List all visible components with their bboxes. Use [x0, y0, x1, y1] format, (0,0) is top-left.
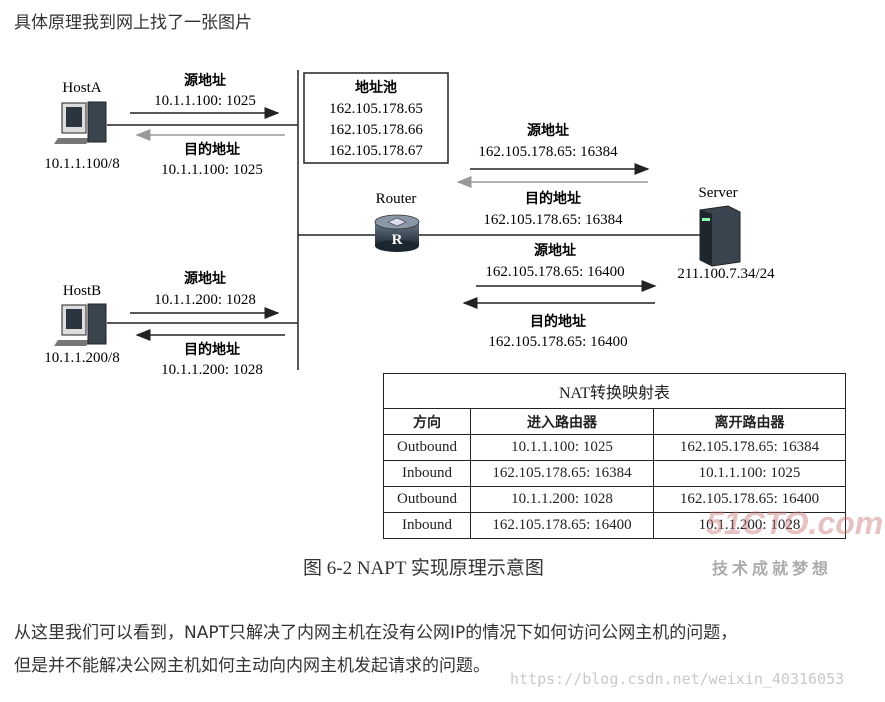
dst-label: 目的地址 — [184, 141, 240, 158]
napt-diagram: 地址池 162.105.178.65 162.105.178.66 162.10… — [44, 70, 775, 378]
table-row: Inbound 162.105.178.65: 16384 10.1.1.100… — [383, 460, 846, 487]
nat-cell: 10.1.1.200: 1028 — [653, 512, 846, 539]
computer-icon — [54, 101, 107, 144]
nat-cell: 162.105.178.65: 16384 — [470, 460, 654, 487]
watermark-url: https://blog.csdn.net/weixin_40316053 — [510, 670, 845, 688]
nat-table-title: NAT转换映射表 — [383, 373, 846, 409]
dst-label: 目的地址 — [525, 190, 581, 207]
server-src-addr-1: 162.105.178.65: 16384 — [478, 144, 618, 160]
pool-ip: 162.105.178.67 — [329, 143, 423, 159]
nat-cell: Inbound — [383, 512, 471, 539]
src-label: 源地址 — [534, 242, 576, 259]
server-ip: 211.100.7.34/24 — [677, 266, 775, 282]
hostA-name: HostA — [62, 80, 101, 96]
nat-header: 方向 — [383, 408, 471, 435]
table-row: Outbound 10.1.1.200: 1028 162.105.178.65… — [383, 486, 846, 513]
pool-ip: 162.105.178.65 — [329, 101, 423, 117]
watermark-slogan: 技术成就梦想 — [712, 559, 833, 578]
nat-cell: Outbound — [383, 434, 471, 461]
table-row: Inbound 162.105.178.65: 16400 10.1.1.200… — [383, 512, 846, 539]
dst-label: 目的地址 — [530, 313, 586, 330]
figure-caption: 图 6-2 NAPT 实现原理示意图 — [303, 558, 544, 579]
server-src-addr-2: 162.105.178.65: 16400 — [485, 264, 624, 280]
src-label: 源地址 — [527, 122, 569, 139]
watermark-logo: 51CTO.com — [706, 505, 884, 541]
pool-title: 地址池 — [355, 79, 397, 96]
nat-cell: 162.105.178.65: 16400 — [470, 512, 654, 539]
server-name: Server — [698, 185, 737, 201]
router-name: Router — [376, 191, 417, 207]
router-icon: R — [374, 214, 420, 252]
computer-icon — [54, 303, 107, 346]
hostB-dst-addr: 10.1.1.200: 1028 — [161, 362, 263, 378]
nat-header: 进入路由器 — [470, 408, 654, 435]
server-dst-addr-2: 162.105.178.65: 16400 — [488, 334, 627, 350]
nat-cell: 10.1.1.100: 1025 — [470, 434, 654, 461]
intro-text: 具体原理我到网上找了一张图片 — [14, 13, 252, 33]
nat-cell: 162.105.178.65: 16384 — [653, 434, 846, 461]
src-label: 源地址 — [184, 270, 226, 287]
nat-cell: Inbound — [383, 460, 471, 487]
dst-label: 目的地址 — [184, 341, 240, 358]
table-row: Outbound 10.1.1.100: 1025 162.105.178.65… — [383, 434, 846, 461]
nat-table: NAT转换映射表 方向 进入路由器 离开路由器 Outbound 10.1.1.… — [383, 373, 846, 539]
nat-header: 离开路由器 — [653, 408, 846, 435]
hostB-ip: 10.1.1.200/8 — [44, 350, 119, 366]
pool-ip: 162.105.178.66 — [329, 122, 423, 138]
nat-cell: 162.105.178.65: 16400 — [653, 486, 846, 513]
hostA-dst-addr: 10.1.1.100: 1025 — [161, 162, 263, 178]
hostA-ip: 10.1.1.100/8 — [44, 156, 119, 172]
address-pool-box — [303, 72, 449, 164]
outro-text: 从这里我们可以看到，NAPT只解决了内网主机在没有公网IP的情况下如何访问公网主… — [14, 617, 737, 683]
hostB-name: HostB — [63, 283, 101, 299]
svg-text:R: R — [392, 232, 403, 248]
outro-line: 从这里我们可以看到，NAPT只解决了内网主机在没有公网IP的情况下如何访问公网主… — [14, 623, 738, 643]
server-icon — [699, 205, 741, 267]
outro-line: 但是并不能解决公网主机如何主动向内网主机发起请求的问题。 — [14, 656, 490, 676]
hostB-src-addr: 10.1.1.200: 1028 — [154, 292, 256, 308]
nat-cell: 10.1.1.100: 1025 — [653, 460, 846, 487]
src-label: 源地址 — [184, 72, 226, 89]
hostA-src-addr: 10.1.1.100: 1025 — [154, 93, 256, 109]
server-dst-addr-1: 162.105.178.65: 16384 — [483, 212, 623, 228]
nat-cell: Outbound — [383, 486, 471, 513]
nat-cell: 10.1.1.200: 1028 — [470, 486, 654, 513]
